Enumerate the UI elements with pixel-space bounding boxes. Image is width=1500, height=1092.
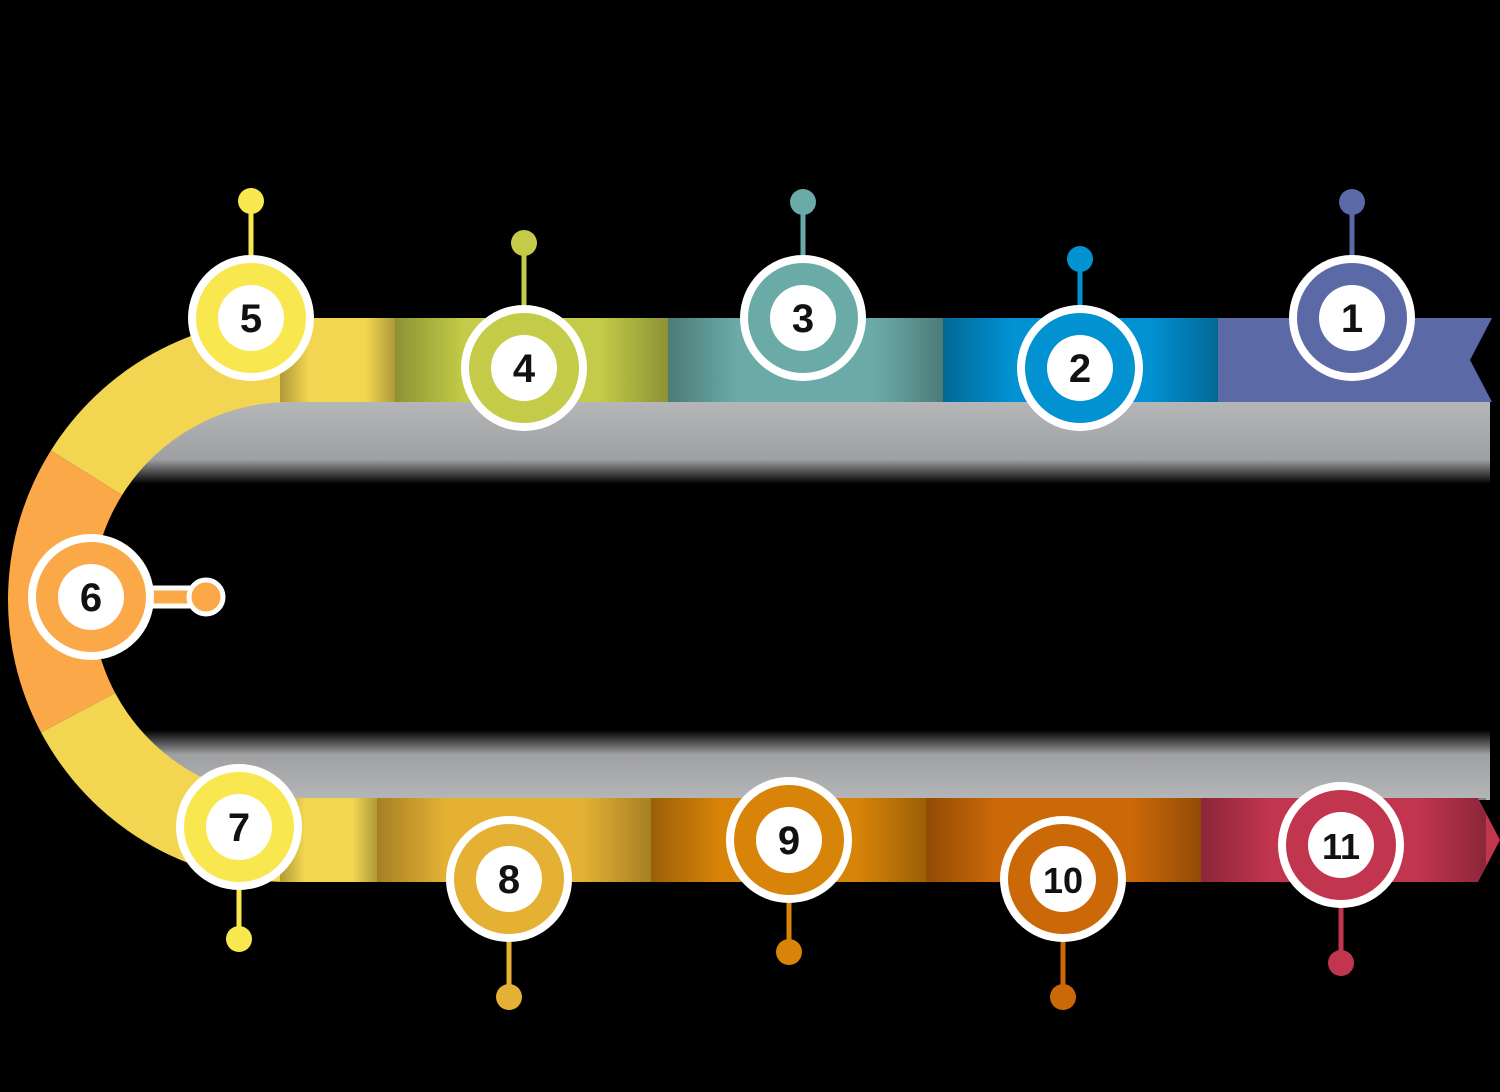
step-marker-4: 4: [461, 230, 587, 431]
marker-inner-disk: [491, 335, 557, 401]
lower-road: [280, 798, 1500, 882]
step-marker-11: 11: [1278, 782, 1404, 976]
marker-inner-disk: [756, 807, 822, 873]
pin-dot: [1339, 189, 1365, 215]
pin-dot: [238, 188, 264, 214]
marker-inner-disk: [1047, 335, 1113, 401]
pin-dot: [511, 230, 537, 256]
step-marker-5: 5: [188, 188, 314, 381]
step-marker-7: 7: [176, 764, 302, 952]
step-number: 3: [792, 297, 814, 341]
step-number: 4: [513, 347, 536, 391]
step-number: 7: [228, 806, 250, 850]
marker-inner-disk: [1030, 846, 1096, 912]
step-number: 10: [1043, 860, 1083, 901]
step-marker-3: 3: [740, 189, 866, 381]
pin-dot: [226, 926, 252, 952]
marker-inner-disk: [206, 794, 272, 860]
step-number: 8: [498, 858, 520, 902]
pin-dot: [496, 984, 522, 1010]
step-number: 11: [1322, 826, 1360, 867]
step-marker-1: 1: [1289, 189, 1415, 381]
pin-dot: [1050, 984, 1076, 1010]
upper-shadow-band: [130, 402, 1490, 484]
marker-inner-disk: [770, 285, 836, 351]
step-marker-6: 6: [28, 534, 226, 660]
pin-dot: [186, 577, 226, 617]
marker-inner-disk: [58, 564, 124, 630]
step-number: 9: [778, 819, 800, 863]
step-markers: 1 2 3 4 5 6 7 8 9 10 11: [28, 188, 1415, 1010]
step-marker-9: 9: [726, 777, 852, 965]
step-number: 5: [240, 297, 262, 341]
marker-inner-disk: [1319, 285, 1385, 351]
road-shadow: [130, 402, 1490, 800]
pin-dot: [1328, 950, 1354, 976]
pin-dot: [1067, 246, 1093, 272]
pin-dot: [776, 939, 802, 965]
step-marker-2: 2: [1017, 246, 1143, 431]
pin-dot: [790, 189, 816, 215]
step-number: 2: [1069, 347, 1091, 391]
step-number: 6: [80, 576, 102, 620]
marker-inner-disk: [476, 846, 542, 912]
step-marker-8: 8: [446, 816, 572, 1010]
marker-inner-disk: [218, 285, 284, 351]
marker-inner-disk: [1308, 812, 1374, 878]
step-number: 1: [1341, 297, 1363, 341]
step-marker-10: 10: [1000, 816, 1126, 1010]
